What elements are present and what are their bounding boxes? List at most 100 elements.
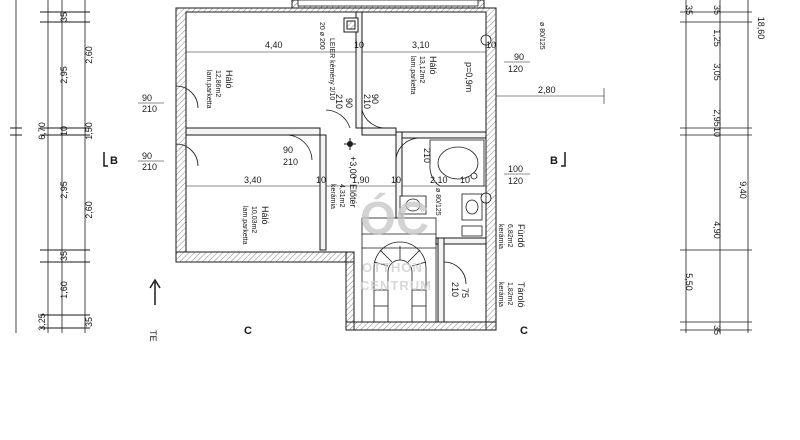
dim-door-storage-h: 210 [450, 282, 460, 297]
dim-door-left-top-h: 210 [142, 104, 157, 114]
dim-left-1: 35 [59, 12, 69, 22]
room-floor: kerámia [497, 282, 504, 307]
bottom-left-label: TE [148, 330, 158, 342]
room-name: Háló [428, 56, 438, 75]
dim-door-left-bottom-w: 90 [142, 151, 152, 161]
dim-left-7: 35 [59, 251, 69, 261]
room-name: Tároló [516, 282, 526, 308]
dim-right-2: 1,25 [712, 29, 722, 47]
dim-wall-10-e: 10 [460, 175, 470, 185]
room-area: 1,82m2 [506, 282, 513, 305]
watermark: ÓC OTTHON CENTRUM [360, 192, 432, 293]
flue-label-mid: ø 80/125 [434, 188, 441, 216]
chimney [343, 17, 359, 33]
dim-door-mid-h: 210 [283, 157, 298, 167]
doors [175, 85, 467, 285]
interior-walls [185, 11, 487, 323]
dim-right-1: 35 [712, 5, 722, 15]
exterior-walls [175, 0, 497, 331]
inner-dimension-lines [186, 51, 605, 187]
room-area: 10,03m2 [250, 206, 257, 233]
dim-window-right-w: 100 [508, 164, 523, 174]
dim-left-5: 2,95 [59, 181, 69, 199]
room-area: 13,12m2 [418, 56, 425, 83]
floor-level-label: +3,00 [348, 156, 358, 179]
dim-left-12: 35 [84, 317, 94, 327]
dim-right-10: 35 [712, 325, 722, 335]
chimney-type-label: LEIER kémény 2/10 [328, 38, 335, 100]
dim-wall-10-d: 10 [486, 40, 496, 50]
dim-right-9: 18,60 [756, 17, 766, 40]
room-floor: lam.parketta [205, 70, 212, 109]
dim-door-mid-w: 90 [283, 145, 293, 155]
section-markers [103, 152, 566, 305]
dim-wall-10-c: 10 [391, 175, 401, 185]
room-label-bedroom-1: Háló 12,86m2 lam.parketta [205, 70, 234, 109]
room-floor: lam.parketta [409, 56, 416, 95]
left-dimension-chain [10, 0, 90, 333]
dim-left-3: 2,95 [59, 66, 69, 84]
dim-right-6: 4,90 [712, 221, 722, 239]
room-area: 12,86m2 [214, 70, 221, 97]
room-floor: kerámia [497, 224, 504, 249]
section-c-right: C [520, 325, 528, 337]
dim-door-storage-w: 75 [460, 288, 470, 298]
dim-left-4: 1,50 [84, 122, 94, 140]
room-name: Háló [260, 206, 270, 225]
room-label-storage: Tároló 1,82m2 kerámia [497, 282, 526, 308]
room-name: Előtér [348, 184, 358, 208]
dim-door-top-right-h: 120 [508, 64, 523, 74]
dim-door-top-right-w: 90 [514, 52, 524, 62]
dim-door-hall-left-w: 90 [344, 98, 354, 108]
room-floor: lam.parketta [241, 206, 248, 245]
dim-right-3: 3,05 [712, 63, 722, 81]
dim-door-bath-h: 210 [422, 148, 432, 163]
section-c-left: C [244, 325, 252, 337]
watermark-logo: ÓC [360, 192, 429, 244]
room-label-bedroom-3: Háló 10,03m2 lam.parketta [241, 206, 270, 245]
staircase [361, 217, 437, 323]
right-dimension-chain [680, 0, 752, 333]
level-marker [344, 138, 356, 150]
room-area: 4,31m2 [338, 184, 345, 207]
dim-right-5: 10 [712, 127, 722, 137]
dim-right-7: 5,50 [684, 273, 694, 291]
dim-door-left-top-w: 90 [142, 93, 152, 103]
room-label-bathroom: Fürdő 6,82m2 kerámia [497, 224, 526, 249]
dim-door-hall-right-h: 210 [362, 94, 372, 109]
dim-left-10: 6,70 [37, 122, 47, 140]
flue-markers [480, 34, 492, 204]
dim-wall-10-a: 10 [354, 40, 364, 50]
dim-left-6: 2,60 [84, 201, 94, 219]
dim-left-9: 3,25 [37, 313, 47, 331]
chimney-size-label: 20 ø 200 [318, 22, 325, 50]
section-b-right: B [550, 155, 558, 167]
watermark-line-1: OTTHON [362, 260, 423, 275]
dim-width-440: 4,40 [265, 40, 283, 50]
roof-slope-label: p=0,9m [464, 62, 474, 92]
watermark-line-2: CENTRUM [360, 278, 432, 293]
dim-left-11: 10 [59, 126, 69, 136]
room-name: Fürdő [516, 224, 526, 248]
flue-label-top: ø 80/125 [538, 22, 545, 50]
dim-window-right-h: 120 [508, 176, 523, 186]
dim-door-hall-right-w: 90 [370, 94, 380, 104]
dim-width-310: 3,10 [412, 40, 430, 50]
room-area: 6,82m2 [506, 224, 513, 247]
dim-door-left-bottom-h: 210 [142, 162, 157, 172]
dim-right-4: 2,95 [712, 109, 722, 127]
bathroom-fixtures [399, 139, 485, 237]
dim-wall-10-b: 10 [316, 175, 326, 185]
room-label-bedroom-2: Háló 13,12m2 lam.parketta [409, 56, 438, 95]
section-b-left: B [110, 155, 118, 167]
dim-width-340: 3,40 [244, 175, 262, 185]
dim-left-8: 1,60 [59, 281, 69, 299]
room-name: Háló [224, 70, 234, 89]
dim-right-11: 35 [684, 5, 694, 15]
dim-left-2: 2,60 [84, 46, 94, 64]
dim-width-190: 1,90 [352, 175, 370, 185]
dim-right-8: 9,40 [738, 181, 748, 199]
room-label-hall: Előtér 4,31m2 kerámia [329, 184, 358, 209]
dim-width-210: 2,10 [430, 175, 448, 185]
